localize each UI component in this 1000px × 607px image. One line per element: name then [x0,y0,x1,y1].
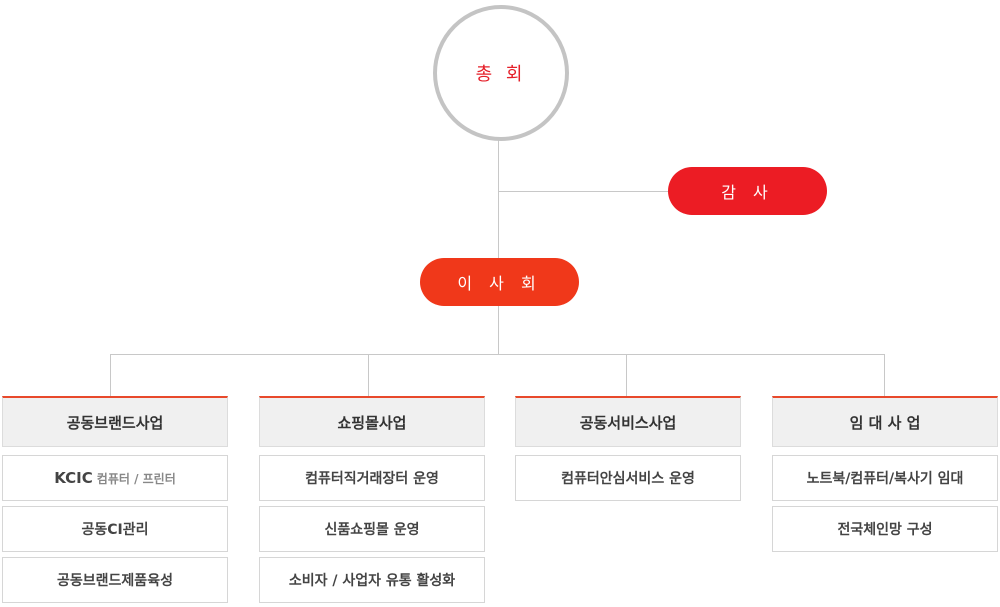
dept-item: 소비자 / 사업자 유통 활성화 [259,557,485,603]
connector-board-down [498,306,499,354]
connector-dept-4 [884,354,885,396]
dept-item: 공동CI관리 [2,506,228,552]
dept-item: 신품쇼핑몰 운영 [259,506,485,552]
connector-dept-3 [626,354,627,396]
dept-header-rental: 임 대 사 업 [772,396,998,447]
item-sub-label: 컴퓨터 / 프린터 [96,471,176,486]
dept-item: 전국체인망 구성 [772,506,998,552]
connector-dept-2 [368,354,369,396]
dept-header-service: 공동서비스사업 [515,396,741,447]
dept-item: 컴퓨터안심서비스 운영 [515,455,741,501]
dept-item: 컴퓨터직거래장터 운영 [259,455,485,501]
connector-horizontal-bus [110,354,885,355]
connector-dept-1 [110,354,111,396]
dept-item: 공동브랜드제품육성 [2,557,228,603]
dept-header-shopping-mall: 쇼핑몰사업 [259,396,485,447]
connector-to-audit [498,191,668,192]
general-meeting-node: 총 회 [433,5,569,141]
dept-item: 노트북/컴퓨터/복사기 임대 [772,455,998,501]
audit-node: 감 사 [668,167,827,215]
board-node: 이 사 회 [420,258,579,306]
dept-item: KCIC 컴퓨터 / 프린터 [2,455,228,501]
connector-meeting-to-board [498,137,499,258]
dept-header-brand: 공동브랜드사업 [2,396,228,447]
item-main-label: KCIC [54,469,93,487]
